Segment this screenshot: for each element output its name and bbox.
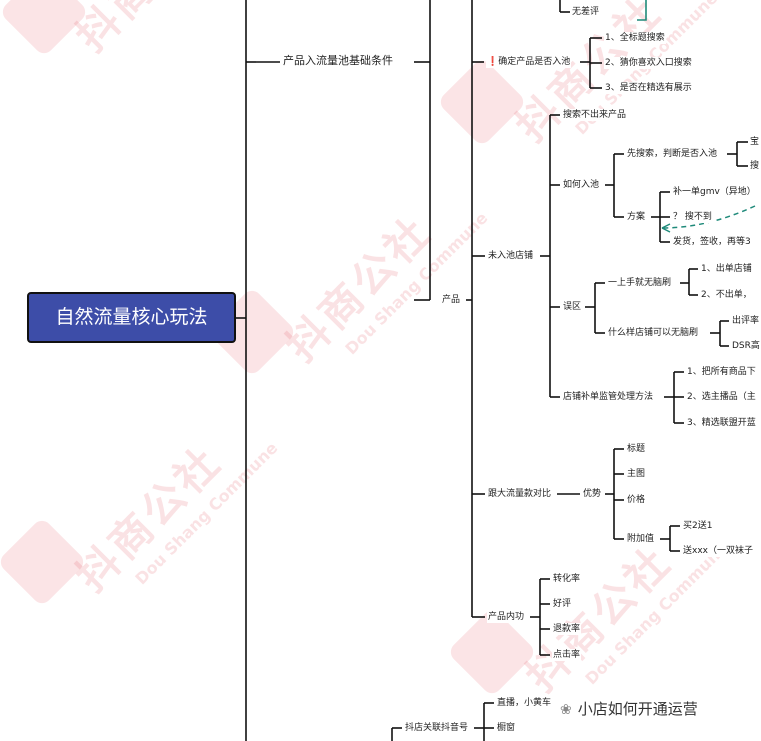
node-main-image[interactable]: 主图 [626, 468, 647, 480]
node-product-basics[interactable]: 产品内功 [487, 611, 526, 623]
node-dsr-high[interactable]: DSR高 [731, 340, 761, 352]
node-advantage[interactable]: 优势 [582, 488, 603, 500]
node-price[interactable]: 价格 [626, 494, 647, 506]
node-refund-rate[interactable]: 退款率 [552, 623, 582, 635]
node-how-to-enter-pool[interactable]: 如何入池 [562, 179, 601, 191]
node-anchor-product[interactable]: 2、选主播品（主 [686, 391, 757, 403]
node-not-found[interactable]: ？ 搜不到 [672, 211, 713, 223]
account-footer: ❀ 小店如何开通运营 [560, 698, 698, 719]
node-gift[interactable]: 送xxx（一双袜子 [682, 545, 754, 557]
node-click-rate[interactable]: 点击率 [552, 649, 582, 661]
node-which-store[interactable]: 什么样店铺可以无脑刷 [607, 327, 700, 339]
node-no-bad-review[interactable]: 无差评 [571, 6, 601, 18]
node-live-cart[interactable]: 直播，小黄车 [496, 697, 553, 709]
node-title[interactable]: 标题 [626, 443, 647, 455]
node-conversion[interactable]: 转化率 [552, 573, 582, 585]
node-store-not-in-pool[interactable]: 未入池店铺 [487, 250, 535, 262]
node-product[interactable]: 产品 [441, 294, 462, 306]
root-node[interactable]: 自然流量核心玩法 [27, 292, 236, 343]
node-ordering-store[interactable]: 1、出单店铺 [700, 263, 753, 275]
node-search-first[interactable]: 先搜索，判断是否入池 [626, 148, 719, 160]
node-plan[interactable]: 方案 [626, 211, 647, 223]
node-compare-traffic[interactable]: 跟大流量款对比 [487, 488, 553, 500]
node-showcase[interactable]: 橱窗 [496, 722, 517, 734]
node-guess-you-like[interactable]: 2、猜你喜欢入口搜索 [604, 57, 693, 69]
node-cannot-search[interactable]: 搜索不出来产品 [562, 109, 628, 121]
node-cut-a[interactable]: 宝 [749, 136, 761, 148]
wechat-official-account-icon: ❀ [560, 702, 572, 718]
warning-icon: ❗ [487, 57, 499, 67]
node-link-douyin[interactable]: 抖店关联抖音号 [404, 722, 470, 734]
node-cut-b[interactable]: 搜 [749, 160, 761, 172]
node-misconception[interactable]: 误区 [562, 301, 583, 313]
node-basic-conditions[interactable]: 产品入流量池基础条件 [282, 54, 394, 67]
node-confirm-in-pool[interactable]: ❗确定产品是否入池 [486, 56, 572, 68]
node-featured-alliance[interactable]: 3、精选联盟开蓝 [686, 417, 757, 429]
node-ship-sign[interactable]: 发货，签收，再等3 [672, 236, 752, 248]
node-label: 确定产品是否入池 [498, 57, 571, 67]
node-no-orders[interactable]: 2、不出单， [700, 289, 753, 301]
node-good-review[interactable]: 好评 [552, 598, 573, 610]
node-buy2-get1[interactable]: 买2送1 [682, 520, 714, 532]
node-added-value[interactable]: 附加值 [626, 533, 656, 545]
node-full-title-search[interactable]: 1、全标题搜索 [604, 32, 666, 44]
node-featured[interactable]: 3、是否在精选有展示 [604, 82, 693, 94]
node-brush-blindly[interactable]: 一上手就无脑刷 [607, 277, 673, 289]
node-add-gmv-order[interactable]: 补一单gmv（异地） [672, 186, 757, 198]
node-supplement-supervision[interactable]: 店铺补单监管处理方法 [562, 391, 655, 403]
node-review-rate[interactable]: 出评率 [731, 315, 761, 327]
node-remove-all[interactable]: 1、把所有商品下 [686, 366, 757, 378]
account-name: 小店如何开通运营 [577, 700, 698, 718]
